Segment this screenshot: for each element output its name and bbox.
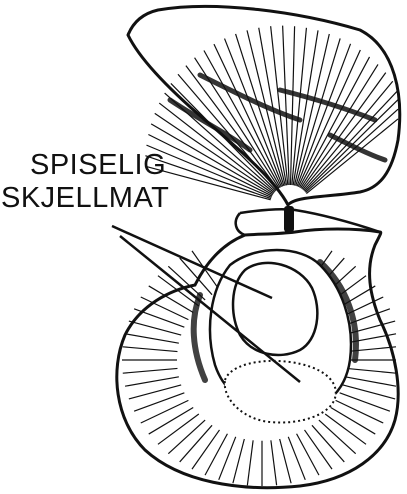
adductor-muscle	[233, 263, 317, 355]
label-line-2: SKJELLMAT	[1, 184, 169, 213]
label-line-1: SPISELIG	[30, 151, 166, 180]
upper-valve	[128, 6, 400, 205]
